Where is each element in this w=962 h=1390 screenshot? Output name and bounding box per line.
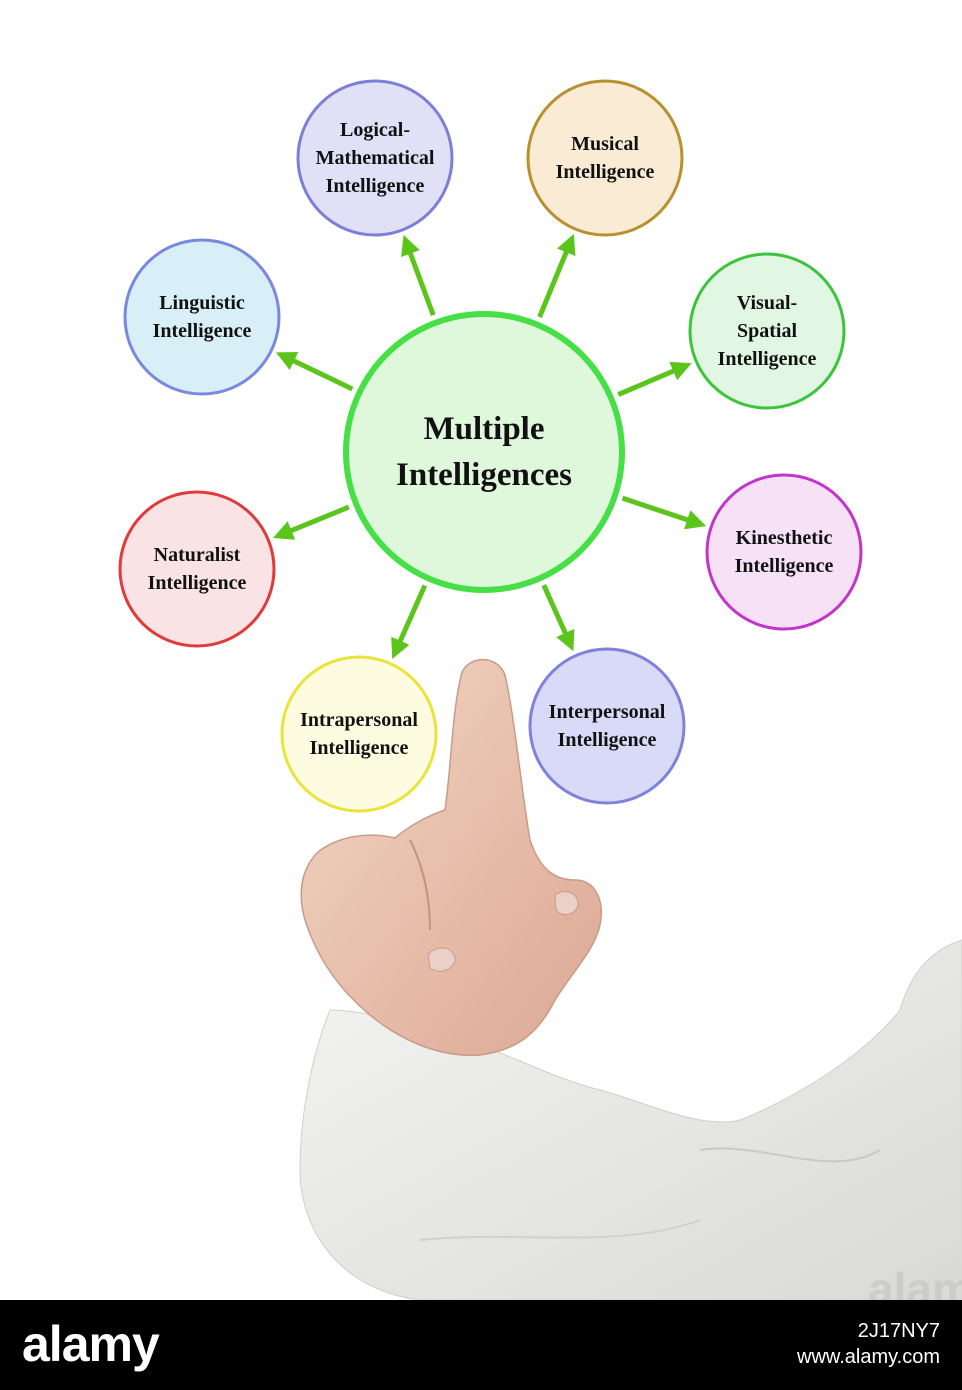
brand-logo-text: alamy: [22, 1316, 160, 1372]
site-url-text: www.alamy.com: [797, 1346, 940, 1368]
node-musical-label-line-1: Musical: [571, 133, 639, 155]
arrow-to-visual-spatial: [617, 361, 692, 397]
node-logical-mathematical-label-line-3: Intelligence: [326, 175, 425, 197]
arrow-to-interpersonal: [541, 584, 575, 652]
node-circle-naturalist: [118, 490, 276, 648]
center-circle: [343, 311, 625, 593]
node-visual-spatial-label-line-1: Visual-: [737, 292, 797, 314]
arrow-to-linguistic: [275, 352, 354, 392]
arrow-to-logical-mathematical: [401, 234, 436, 316]
finger-crease: [409, 839, 431, 931]
node-naturalist-label-line-1: Naturalist: [154, 544, 241, 566]
node-musical-label-line-2: Intelligence: [556, 161, 655, 183]
node-interpersonal-label-line-2: Intelligence: [558, 729, 657, 751]
node-kinesthetic-label-line-2: Intelligence: [735, 555, 834, 577]
node-linguistic-label-line-2: Intelligence: [153, 320, 252, 342]
thumb-nail: [554, 891, 579, 916]
arrows-group: [272, 233, 707, 660]
footer-bar: alamy 2J17NY7 www.alamy.com: [0, 1300, 962, 1390]
node-linguistic-label-line-1: Linguistic: [159, 292, 245, 314]
arrow-to-intrapersonal: [391, 584, 428, 660]
node-circle-musical: [526, 79, 684, 237]
arrow-to-musical: [537, 233, 576, 318]
node-circle-interpersonal: [528, 647, 686, 805]
sleeve-fold-line-2: [419, 1219, 701, 1241]
arrow-to-naturalist: [272, 504, 350, 540]
node-intrapersonal-label-line-1: Intrapersonal: [300, 709, 418, 731]
node-visual-spatial-label-line-3: Intelligence: [718, 348, 817, 370]
node-visual-spatial-label-line-2: Spatial: [737, 320, 797, 342]
node-naturalist-label-line-2: Intelligence: [148, 572, 247, 594]
arrow-to-kinesthetic: [621, 495, 707, 530]
center-title-line-1: Multiple: [424, 411, 545, 447]
node-logical-mathematical-label-line-2: Mathematical: [316, 147, 435, 169]
node-circle-logical-mathematical: [296, 79, 454, 237]
image-id-text: 2J17NY7: [857, 1320, 940, 1342]
node-circle-kinesthetic: [705, 473, 863, 631]
node-logical-mathematical-label-line-1: Logical-: [340, 119, 410, 141]
sleeve-shape: [299, 939, 962, 1301]
pointing-hand-illustration: [299, 658, 962, 1301]
center-title-line-2: Intelligences: [396, 457, 572, 493]
hand-shape: [300, 658, 602, 1057]
node-circle-linguistic: [123, 238, 281, 396]
sleeve-fold-line: [699, 1147, 881, 1163]
footer-meta: 2J17NY7 www.alamy.com: [797, 1318, 940, 1370]
node-kinesthetic-label-line-1: Kinesthetic: [736, 527, 833, 549]
finger-nail: [427, 947, 456, 972]
node-circle-visual-spatial: [688, 252, 846, 410]
node-interpersonal-label-line-1: Interpersonal: [549, 701, 666, 723]
node-circle-intrapersonal: [280, 655, 438, 813]
node-intrapersonal-label-line-2: Intelligence: [310, 737, 409, 759]
